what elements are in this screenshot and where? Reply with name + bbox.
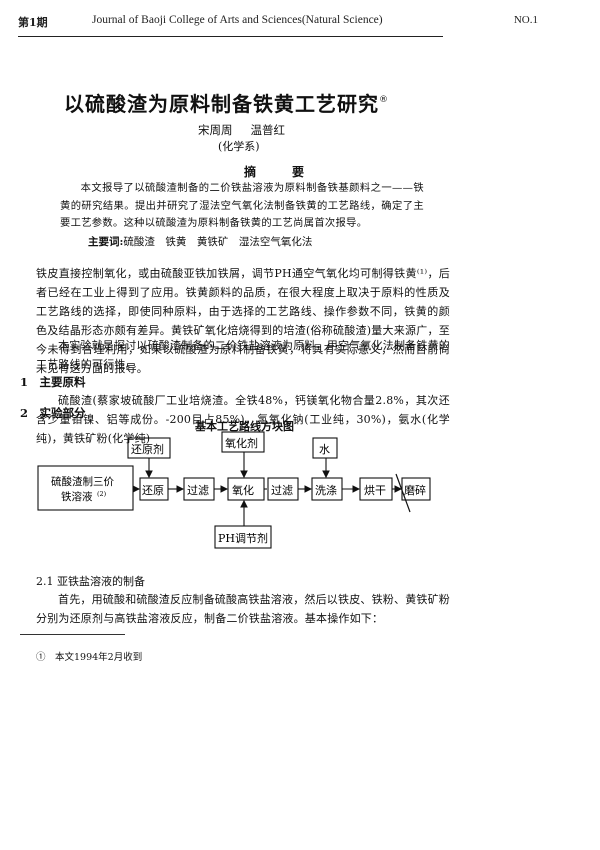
keywords-list: 硫酸渣 铁黄 黄铁矿 湿法空气氧化法 (123, 236, 313, 248)
box-oxidant (221, 431, 265, 453)
step-reduce: 还原 (142, 484, 164, 497)
paper-title-text: 以硫酸渣为原料制备铁黄工艺研究 (64, 92, 379, 116)
author-2: 温普红 (250, 123, 286, 137)
abstract-heading: 摘 要 (244, 165, 317, 179)
step-oxidize: 氧化 (232, 483, 254, 497)
journal-name: Journal of Baoji College of Arts and Sci… (92, 14, 383, 26)
step-dry: 烘干 (364, 483, 386, 497)
box-water (312, 437, 338, 459)
box-ph-adjuster (214, 525, 272, 549)
keywords-label: 主要词: (88, 236, 124, 248)
footnote-rule (20, 634, 125, 635)
input-oxidant: 氧化剂 (225, 436, 258, 450)
title-footnote-mark: ® (379, 95, 389, 105)
start-label-2: 铁溶液 (61, 490, 93, 503)
diagram-title: 基本工艺路线方块图 (195, 420, 294, 433)
intro-p1-text: 铁皮直接控制氧化，或由硫酸亚铁加铁屑，调节PH通空气氧化均可制得铁黄⁽¹⁾，后者… (36, 267, 450, 375)
issue-no: NO.1 (513, 14, 538, 26)
authors: 宋周周 温普红 (198, 122, 303, 138)
keywords: 主要词:硫酸渣 铁黄 黄铁矿 湿法空气氧化法 (88, 234, 312, 249)
issue-number: 第1期 (18, 16, 48, 29)
step-filter-2: 过滤 (271, 484, 293, 497)
input-ph-adjuster: PH调节剂 (218, 531, 268, 545)
subsection-2-1-heading: 2.1 亚铁盐溶液的制备 (36, 575, 145, 588)
step-grind: 磨碎 (404, 483, 426, 497)
step-wash: 洗涤 (315, 483, 337, 497)
abstract-text: 本文报导了以硫酸渣制备的二价铁盐溶液为原料制备铁基颜料之一——铁黄的研究结果。提… (60, 182, 424, 229)
footnote: ① 本文1994年2月收到 (36, 652, 143, 663)
intro-paragraph-1: 铁皮直接控制氧化，或由硫酸亚铁加铁屑，调节PH通空气氧化均可制得铁黄⁽¹⁾，后者… (36, 262, 450, 378)
affiliation: (化学系) (218, 140, 260, 153)
start-ref: (2) (97, 490, 107, 498)
input-water: 水 (319, 443, 330, 456)
section-1-heading: 1 主要原料 (20, 375, 86, 389)
author-1: 宋周周 (198, 123, 233, 137)
start-label-1: 硫酸渣制三价 (51, 475, 114, 488)
step-filter-1: 过滤 (187, 484, 209, 497)
subsection-2-1-text: 首先，用硫酸和硫酸渣反应制备硫酸高铁盐溶液，然后以铁皮、铁粉、黄铁矿粉分别为还原… (36, 593, 450, 625)
header-rule (18, 36, 443, 37)
section-2-heading: 2 实验部分 (20, 406, 86, 420)
box-start (37, 465, 134, 511)
intro-paragraph-2: 本实验就是探讨以硫酸渣制备的二价铁盐溶液为原料，用空气氧化法制备铁黄的工艺路线的… (36, 339, 450, 371)
paper-title: 以硫酸渣为原料制备铁黄工艺研究® (64, 88, 389, 117)
input-reductant: 还原剂 (131, 442, 164, 456)
section-1-text: 硫酸渣(蔡家坡硫酸厂工业培烧渣。全铁48%，钙镁氧化物合量2.8%，其次还含少量… (36, 394, 450, 445)
